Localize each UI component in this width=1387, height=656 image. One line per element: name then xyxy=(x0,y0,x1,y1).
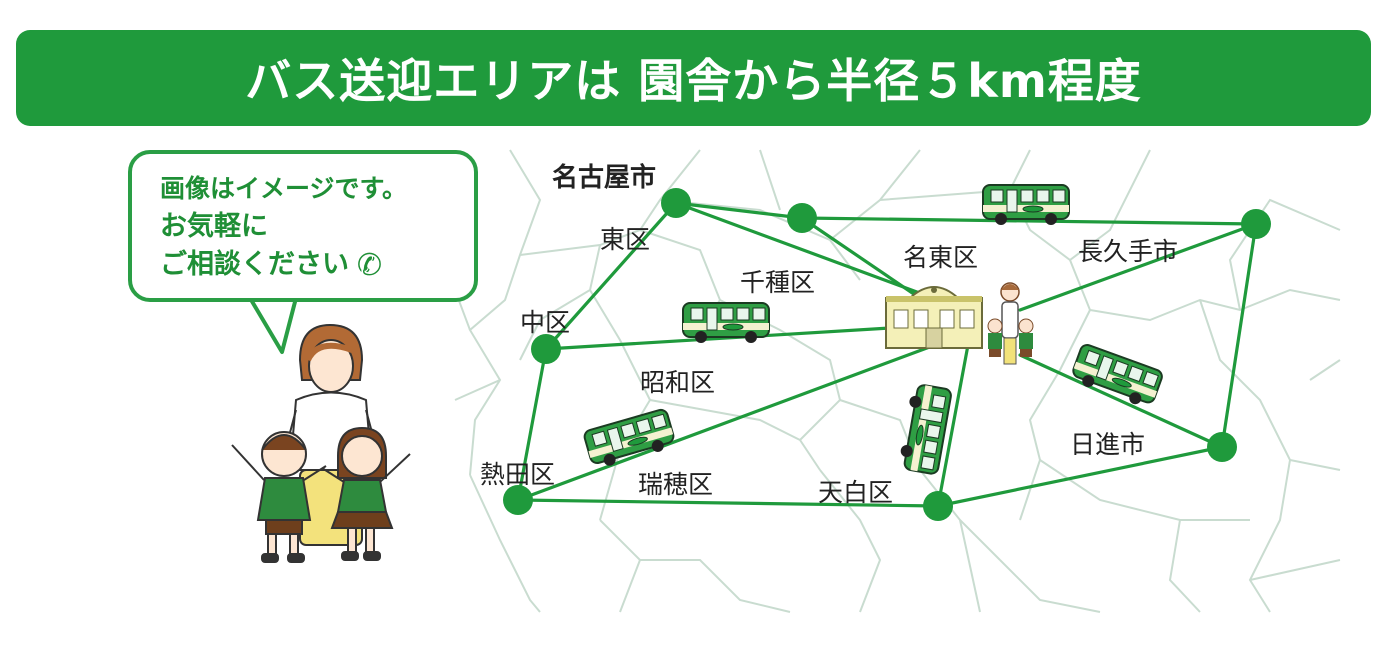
route-line xyxy=(516,343,937,502)
city-label-nagoya: 名古屋市 xyxy=(552,163,657,193)
girl-figure xyxy=(321,426,411,561)
bus-routes xyxy=(516,201,1258,508)
ward-label-tempaku: 天白区 xyxy=(818,478,894,507)
city-label-nisshin: 日進市 xyxy=(1070,430,1146,459)
route-line xyxy=(516,498,940,508)
bubble-line-1: 画像はイメージです。 xyxy=(160,174,408,203)
route-line xyxy=(1018,353,1224,449)
bus-stop xyxy=(661,188,691,218)
route-line xyxy=(1220,222,1258,449)
boy-figure xyxy=(231,431,327,563)
bubble-line-2: お気軽に xyxy=(160,211,268,242)
route-line xyxy=(674,201,927,297)
bus-stop xyxy=(787,203,817,233)
ward-label-meito: 名東区 xyxy=(903,243,979,272)
bus-stop xyxy=(923,491,953,521)
route-line xyxy=(1018,222,1258,312)
district-boundaries xyxy=(454,149,1341,613)
route-line xyxy=(936,445,1224,508)
bus-stop xyxy=(1241,209,1271,239)
route-line xyxy=(936,343,970,508)
ward-label-showa: 昭和区 xyxy=(640,368,716,397)
teacher-children-small-icon xyxy=(987,282,1034,365)
route-line xyxy=(544,201,678,351)
phone-icon: ✆ xyxy=(357,247,383,283)
bus-stop xyxy=(503,485,533,515)
banner-title: バス送迎エリアは 園舎から半径５km程度 xyxy=(245,54,1142,108)
ward-label-naka: 中区 xyxy=(520,308,571,337)
kindergarten-building-icon xyxy=(885,286,983,349)
speech-bubble: 画像はイメージです。 お気軽に ご相談ください ✆ xyxy=(128,150,478,302)
route-line xyxy=(800,216,932,307)
route-line xyxy=(516,347,548,502)
ward-label-chikusa: 千種区 xyxy=(740,268,816,297)
header-banner: バス送迎エリアは 園舎から半径５km程度 xyxy=(16,30,1371,126)
ward-label-mizuho: 瑞穂区 xyxy=(638,470,714,499)
ward-label-atsuta: 熱田区 xyxy=(480,460,556,489)
bus-stop xyxy=(531,334,561,364)
bus-stop xyxy=(1207,432,1237,462)
bubble-line-3: ご相談ください xyxy=(160,249,349,280)
bus-stops xyxy=(503,188,1271,521)
route-line xyxy=(800,216,1258,226)
city-label-nagakute: 長久手市 xyxy=(1078,237,1179,266)
route-line xyxy=(674,201,804,220)
route-line xyxy=(544,326,892,351)
bubble-line-3-wrap: ご相談ください ✆ xyxy=(160,246,474,285)
ward-label-higashi: 東区 xyxy=(600,225,651,254)
